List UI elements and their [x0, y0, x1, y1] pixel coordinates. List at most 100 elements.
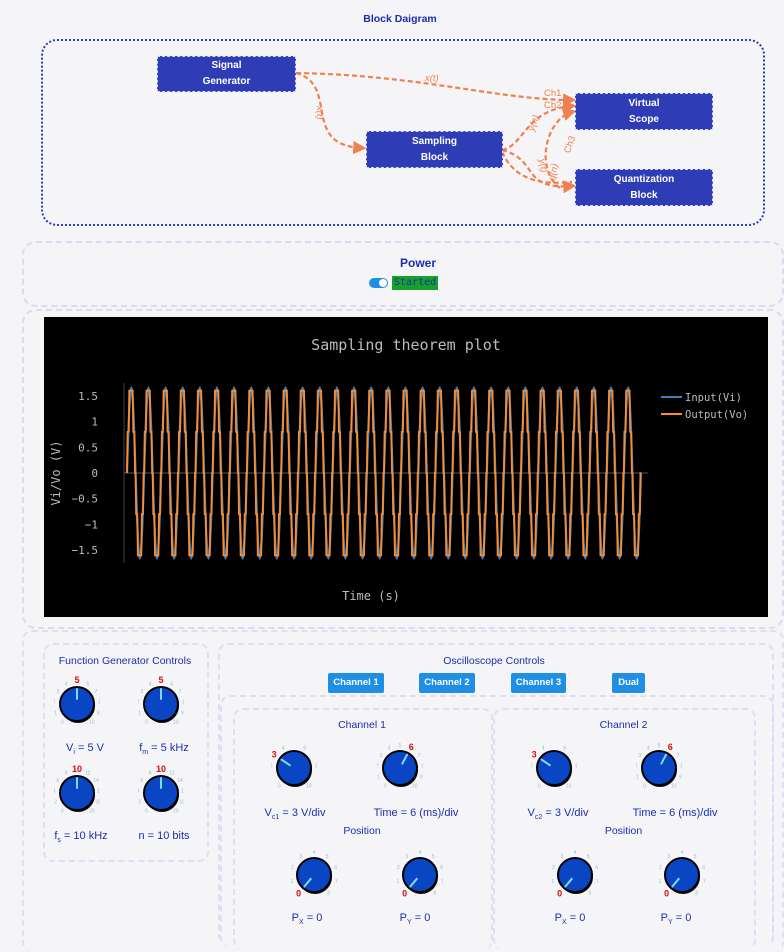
knob-tick: 7 [677, 753, 680, 759]
knob-tick: 0 [145, 720, 148, 726]
edge-label-ch2: Ch2 [544, 100, 561, 111]
knob-tick: 3 [639, 753, 642, 759]
knob-tick: 0 [559, 891, 562, 897]
block-diagram-frame [41, 39, 765, 226]
knob-tick: 6 [170, 682, 173, 688]
knob-value: 5 [158, 675, 163, 685]
knob-tick: 2 [531, 764, 533, 770]
knob-tick: 10 [89, 720, 95, 726]
knob-tick: 8 [98, 700, 100, 706]
knob-pointer [280, 758, 291, 767]
sampling-chart: Sampling theorem plot1.510.50−0.5−1−1.5V… [49, 336, 748, 603]
knob-pointer [671, 877, 680, 888]
knob-tick: 6 [57, 778, 60, 784]
knob-tick: 0 [298, 891, 301, 897]
label-fs: fs = 10 kHz [54, 830, 108, 845]
edge-quant-loop [501, 151, 573, 184]
knob-tick: 1 [636, 775, 639, 781]
knob-value: 10 [156, 764, 166, 774]
knob-tick: 9 [181, 711, 184, 717]
edge-label-yn: y(n) [526, 114, 542, 134]
knob-dial [641, 750, 677, 786]
knob-value: 10 [72, 764, 82, 774]
channel-1-title: Channel 1 [338, 719, 386, 731]
channel-1-button[interactable]: Channel 1 [328, 673, 384, 693]
knob-tick: 4 [149, 682, 152, 688]
knob-tick: 2 [138, 700, 140, 706]
knob-tick: 8 [433, 891, 436, 897]
knob-dial [536, 750, 572, 786]
edge-label-yt: y(t) [536, 157, 549, 173]
channel-1-panel [233, 708, 493, 950]
dual-button[interactable]: Dual [612, 673, 645, 693]
quantization-line2: Block [630, 189, 658, 201]
knob-tick: 20 [89, 809, 95, 815]
knob-tick: 18 [180, 800, 184, 806]
channel-2-panel [493, 708, 756, 950]
knob-tick: 7 [596, 879, 598, 885]
knob-tick: 5 [432, 854, 435, 860]
knob-dial [276, 750, 312, 786]
channel-1-py-label: PY = 0 [399, 912, 431, 927]
edge-sg-sampling [295, 71, 367, 155]
knob-value: 6 [409, 742, 414, 752]
knob-tick: 10 [74, 768, 80, 774]
edge-label-ch1: Ch1 [544, 88, 561, 99]
knob-dial [382, 750, 418, 786]
knob-tick: 4 [542, 746, 545, 752]
knob-value: 6 [668, 742, 673, 752]
edge-label-qn: q(n) [547, 163, 561, 182]
label-fm: fm = 5 kHz [139, 742, 189, 757]
channel-2-button[interactable]: Channel 2 [419, 673, 475, 693]
knob-value: 3 [272, 750, 277, 760]
channel-2-title: Channel 2 [599, 719, 648, 731]
plot-panel [22, 309, 784, 629]
legend-label-output: Output(Vo) [685, 409, 748, 421]
knob-tick: 6 [334, 865, 337, 871]
channel-2-volt-label: Vc2 = 3 V/div [527, 807, 589, 822]
knob-tick: 7 [95, 689, 98, 695]
knob-tick: 0 [61, 720, 64, 726]
knob-n[interactable]: 0246810121416182010 [137, 760, 187, 821]
knob-tick: 6 [668, 746, 671, 752]
power-status-label: Started [392, 276, 439, 290]
knob-tick: 6 [595, 865, 598, 871]
function-generator-outer [22, 630, 784, 952]
block-diagram-edges: x(t) x(t) Ch1 Ch2 Ch3 y(n) y(t) q(n) [295, 71, 578, 194]
knob-tick: 2 [636, 764, 638, 770]
virtual-scope-line2: Scope [628, 113, 659, 125]
knob-tick: 6 [702, 865, 705, 871]
knob-tick: 0 [666, 891, 669, 897]
knob-value: 0 [557, 888, 562, 898]
knob-fs[interactable]: 0246810121416182010 [53, 760, 103, 821]
knob-tick: 8 [65, 771, 68, 777]
knob-tick: 5 [399, 743, 402, 749]
power-toggle[interactable] [369, 278, 388, 288]
knob-tick: 10 [566, 784, 572, 790]
knob-pointer [660, 753, 668, 765]
knob-dial [402, 857, 438, 893]
knob-tick: 18 [96, 800, 100, 806]
knob-tick: 3 [141, 689, 144, 695]
knob-tick: 2 [659, 865, 662, 871]
y-tick-label: −1.5 [72, 544, 99, 557]
knob-pointer [564, 877, 573, 888]
channel-3-button[interactable]: Channel 3 [511, 673, 566, 693]
function-generator-panel [43, 643, 209, 862]
knob-tick: 8 [182, 700, 184, 706]
knob-tick: 2 [552, 865, 555, 871]
